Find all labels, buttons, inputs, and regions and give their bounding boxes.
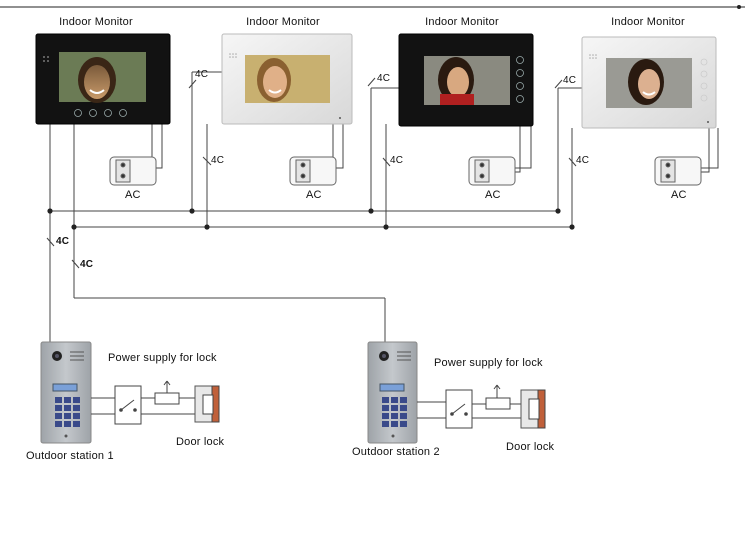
door-lock-1: [194, 385, 220, 423]
cable-label: 4C: [563, 75, 577, 86]
cable-label: 4C: [195, 69, 209, 80]
indoor-monitor-3: [398, 33, 534, 127]
power-supply-label-1: Power supply for lock: [108, 352, 217, 364]
ac-label-3: AC: [485, 189, 501, 201]
outdoor-station-1-label: Outdoor station 1: [26, 450, 114, 462]
outdoor-station-2-label: Outdoor station 2: [352, 446, 440, 458]
indoor-monitor-2: [221, 33, 353, 125]
corner-dot: [737, 5, 741, 9]
ac-label-2: AC: [306, 189, 322, 201]
ac-adapter-1: [109, 156, 157, 186]
ac-label-4: AC: [671, 189, 687, 201]
monitor-3-title: Indoor Monitor: [425, 16, 499, 28]
outdoor-station-1: [40, 341, 92, 444]
ac-adapter-4: [654, 156, 702, 186]
cable-label: 4C: [80, 259, 94, 270]
door-lock-2: [520, 389, 546, 429]
lock-circuit-1: [91, 380, 204, 425]
junction-dots: [47, 208, 575, 230]
door-lock-label-2: Door lock: [506, 441, 555, 453]
indoor-monitor-4: [581, 36, 717, 129]
cable-label: 4C: [377, 73, 391, 84]
cable-label: 4C: [390, 155, 404, 166]
indoor-monitor-1: [35, 33, 171, 125]
ac-label-1: AC: [125, 189, 141, 201]
cable-label: 4C: [576, 155, 590, 166]
bus-wires: [46, 71, 719, 342]
monitor-4-title: Indoor Monitor: [611, 16, 685, 28]
ac-adapter-2: [289, 156, 337, 186]
cable-label: 4C: [56, 236, 70, 247]
cable-label: 4C: [211, 155, 225, 166]
door-lock-label-1: Door lock: [176, 436, 225, 448]
power-supply-label-2: Power supply for lock: [434, 357, 543, 369]
lock-circuit-2: [417, 384, 532, 429]
ac-adapters: [109, 156, 702, 186]
monitor-2-title: Indoor Monitor: [246, 16, 320, 28]
outdoor-station-2: [367, 341, 418, 444]
monitor-1-title: Indoor Monitor: [59, 16, 133, 28]
ac-adapter-3: [468, 156, 516, 186]
